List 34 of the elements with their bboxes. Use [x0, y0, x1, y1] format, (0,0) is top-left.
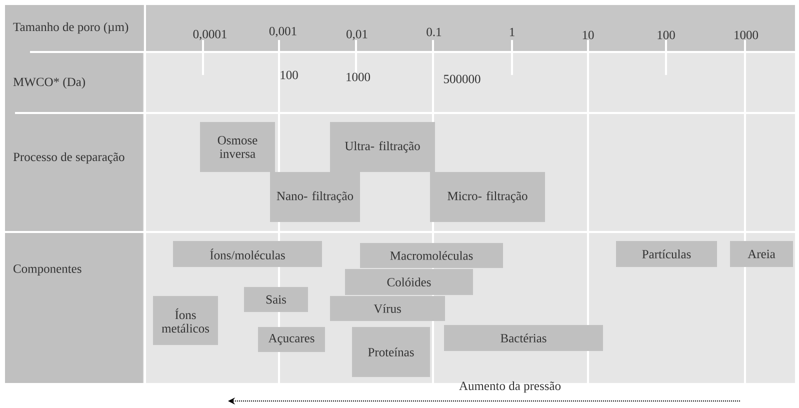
scale-value: 1000 — [734, 30, 758, 40]
arrow-label: Aumento da pressão — [459, 381, 561, 393]
row-header: Componentes — [14, 264, 82, 276]
mwco-value: 500000 — [444, 74, 480, 84]
row-header: MWCO* (Da) — [13, 77, 85, 89]
scale-value: 1 — [510, 28, 514, 36]
row-header: Processo de separação — [13, 152, 124, 164]
process-box: Micro- filtração — [430, 172, 545, 222]
process-box: Açucares — [258, 327, 325, 352]
mwco-value: 100 — [280, 70, 298, 80]
process-box: Areia — [730, 241, 793, 267]
node-label: Vírus — [374, 304, 401, 313]
process-box: Colóides — [345, 269, 473, 295]
scale-value: 100 — [658, 30, 675, 40]
process-box: Sais — [244, 287, 308, 312]
mwco-value: 1000 — [346, 72, 370, 82]
row-header: Tamanho de poro (µm) — [13, 22, 128, 34]
scale-value: 0,01 — [346, 30, 368, 40]
node-label: Macromoléculas — [390, 251, 473, 260]
scale-value: 10 — [582, 30, 594, 40]
process-box: Vírus — [330, 296, 445, 321]
node-label: Colóides — [387, 278, 431, 286]
process-box: Ultra- filtração — [330, 122, 435, 172]
process-box: Íons/moléculas — [173, 241, 322, 267]
process-box: Proteínas — [352, 327, 430, 377]
process-box: Nano- filtração — [270, 172, 360, 222]
scale-value: 0,0001 — [193, 30, 226, 40]
process-box: Bactérias — [444, 325, 603, 351]
process-box: Macromoléculas — [360, 243, 503, 268]
scale-value: 0,001 — [269, 26, 296, 38]
process-box: Osmose inversa — [200, 122, 275, 172]
scale-value: 0.1 — [426, 28, 442, 36]
process-box: Partículas — [616, 241, 717, 267]
process-box: Íons metálicos — [153, 296, 218, 345]
